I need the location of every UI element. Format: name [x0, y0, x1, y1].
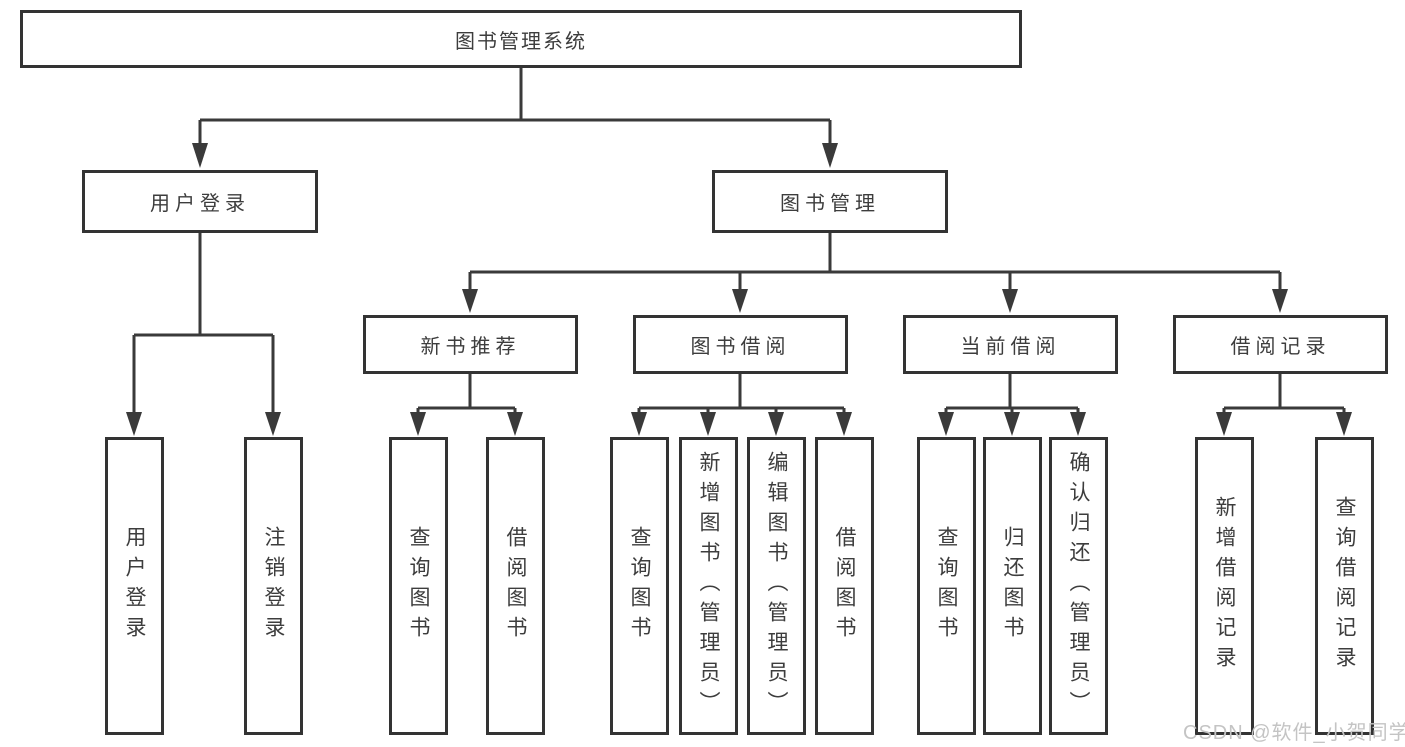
node-book-borrow: 图书借阅 [633, 315, 848, 374]
leaf-edit-books-admin: 编辑图书（管理员） [747, 437, 806, 735]
leaf-query-books-1: 查询图书 [389, 437, 448, 735]
leaf-query-books-3: 查询图书 [917, 437, 976, 735]
node-label: 图书借阅 [690, 336, 791, 358]
node-label: 查询借阅记录 [1333, 496, 1356, 676]
leaf-borrow-books-2: 借阅图书 [815, 437, 874, 735]
node-label: 查询图书 [407, 526, 430, 646]
node-label: 借阅图书 [833, 526, 856, 646]
node-label: 新增图书（管理员） [697, 451, 720, 721]
node-label: 当前借阅 [960, 336, 1061, 358]
node-book-management: 图书管理 [712, 170, 948, 233]
node-label: 编辑图书（管理员） [765, 451, 788, 721]
node-label: 借阅图书 [504, 526, 527, 646]
node-label: 图书管理 [780, 193, 880, 215]
node-label: 注销登录 [262, 526, 285, 646]
node-label: 查询图书 [628, 526, 651, 646]
node-label: 新书推荐 [420, 336, 521, 358]
node-borrow-records: 借阅记录 [1173, 315, 1388, 374]
node-label: 归还图书 [1001, 526, 1024, 646]
node-root: 图书管理系统 [20, 10, 1022, 68]
leaf-add-books-admin: 新增图书（管理员） [679, 437, 738, 735]
csdn-watermark: CSDN @软件_小贺同学 [1183, 722, 1405, 744]
leaf-user-login: 用户登录 [105, 437, 164, 735]
leaf-query-borrow-record: 查询借阅记录 [1315, 437, 1374, 735]
node-current-borrow: 当前借阅 [903, 315, 1118, 374]
node-user-login: 用户登录 [82, 170, 318, 233]
node-label: 查询图书 [935, 526, 958, 646]
node-label: 图书管理系统 [455, 30, 587, 53]
leaf-confirm-return-admin: 确认归还（管理员） [1049, 437, 1108, 735]
node-new-book-recommend: 新书推荐 [363, 315, 578, 374]
node-label: 用户登录 [123, 526, 146, 646]
leaf-logout: 注销登录 [244, 437, 303, 735]
leaf-query-books-2: 查询图书 [610, 437, 669, 735]
leaf-borrow-books-1: 借阅图书 [486, 437, 545, 735]
node-label: 用户登录 [150, 193, 250, 215]
node-label: 确认归还（管理员） [1067, 451, 1090, 721]
leaf-add-borrow-record: 新增借阅记录 [1195, 437, 1254, 735]
node-label: 新增借阅记录 [1213, 496, 1236, 676]
leaf-return-books: 归还图书 [983, 437, 1042, 735]
node-label: 借阅记录 [1230, 336, 1331, 358]
